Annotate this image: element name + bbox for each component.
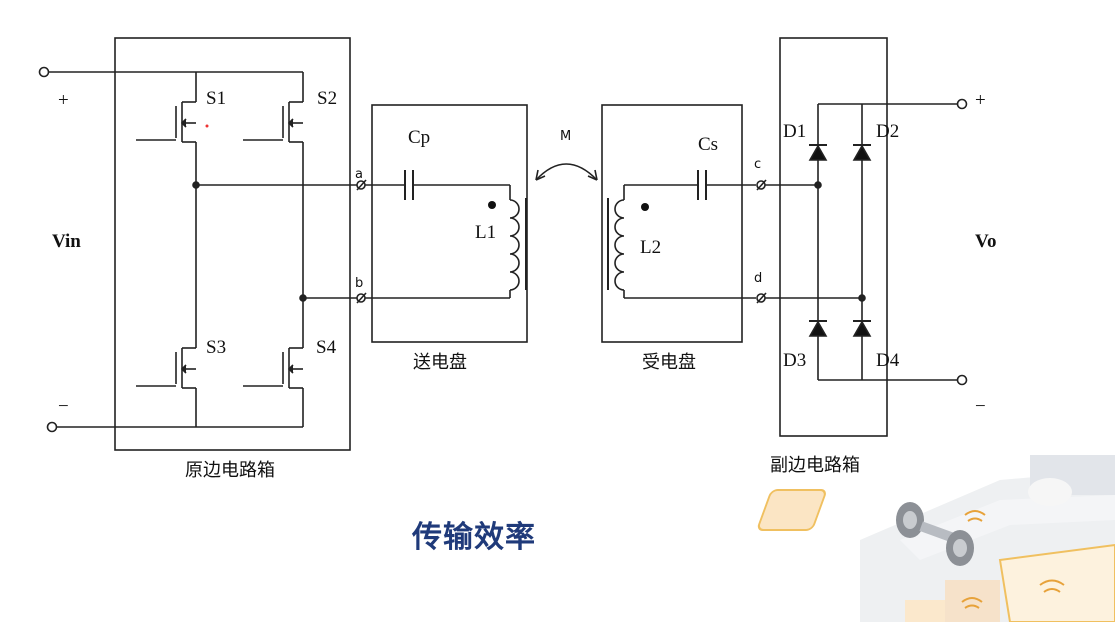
transmit-box: [371, 104, 528, 343]
node-b-marker: [356, 292, 367, 304]
primary-box: [114, 37, 351, 451]
mutual-coupling-arc: [535, 163, 598, 181]
vo-plus-terminal: [956, 98, 968, 110]
mosfet-s4: [243, 347, 303, 389]
node-label-c: c: [754, 157, 761, 172]
switch-label-s4: S4: [316, 337, 337, 358]
secondary-box: [779, 37, 888, 437]
vo-label: Vo: [975, 231, 996, 252]
node-label-d: d: [754, 271, 762, 286]
l2-label: L2: [640, 237, 661, 258]
l1-label: L1: [475, 222, 496, 243]
vin-minus-sign: −: [58, 396, 69, 417]
vo-plus-sign: +: [975, 90, 986, 111]
cp-label: Cp: [408, 127, 430, 148]
secondary-box-label: 副边电路箱: [770, 455, 860, 476]
capacitor-cp: [404, 170, 414, 200]
diode-label-d1: D1: [783, 121, 806, 142]
cs-label: Cs: [698, 134, 718, 155]
transfer-efficiency-caption: 传输效率: [412, 520, 536, 555]
diode-d4: [852, 320, 872, 337]
capacitor-cs: [697, 170, 707, 200]
node-label-b: b: [355, 276, 363, 291]
vin-minus-terminal: [46, 421, 58, 433]
primary-box-label: 原边电路箱: [185, 460, 275, 481]
vo-minus-sign: −: [975, 396, 986, 417]
inductor-l2: [607, 198, 625, 291]
vin-plus-sign: +: [58, 90, 69, 111]
node-d-marker: [756, 292, 767, 304]
diode-d2: [852, 144, 872, 161]
receive-box: [601, 104, 743, 343]
vin-plus-terminal: [38, 66, 50, 78]
node-label-a: a: [355, 167, 363, 182]
mutual-label: M: [560, 129, 571, 144]
switch-label-s2: S2: [317, 88, 337, 109]
wireless-charging-illustration: [757, 455, 1115, 623]
inductor-l1: [509, 198, 527, 291]
receive-box-label: 受电盘: [642, 352, 696, 373]
transmit-box-label: 送电盘: [413, 352, 467, 373]
vin-label: Vin: [52, 231, 81, 252]
mosfet-s3: [136, 347, 196, 389]
diode-label-d2: D2: [876, 121, 899, 142]
diode-label-d4: D4: [876, 350, 900, 371]
switch-label-s3: S3: [206, 337, 226, 358]
node-a-marker: [356, 179, 367, 191]
node-c-marker: [756, 179, 767, 191]
mosfet-s1: [136, 101, 196, 143]
vo-minus-terminal: [956, 374, 968, 386]
switch-label-s1: S1: [206, 88, 226, 109]
diode-d3: [808, 320, 828, 337]
mosfet-s2: [243, 101, 303, 143]
diode-d1: [808, 144, 828, 161]
diode-label-d3: D3: [783, 350, 806, 371]
